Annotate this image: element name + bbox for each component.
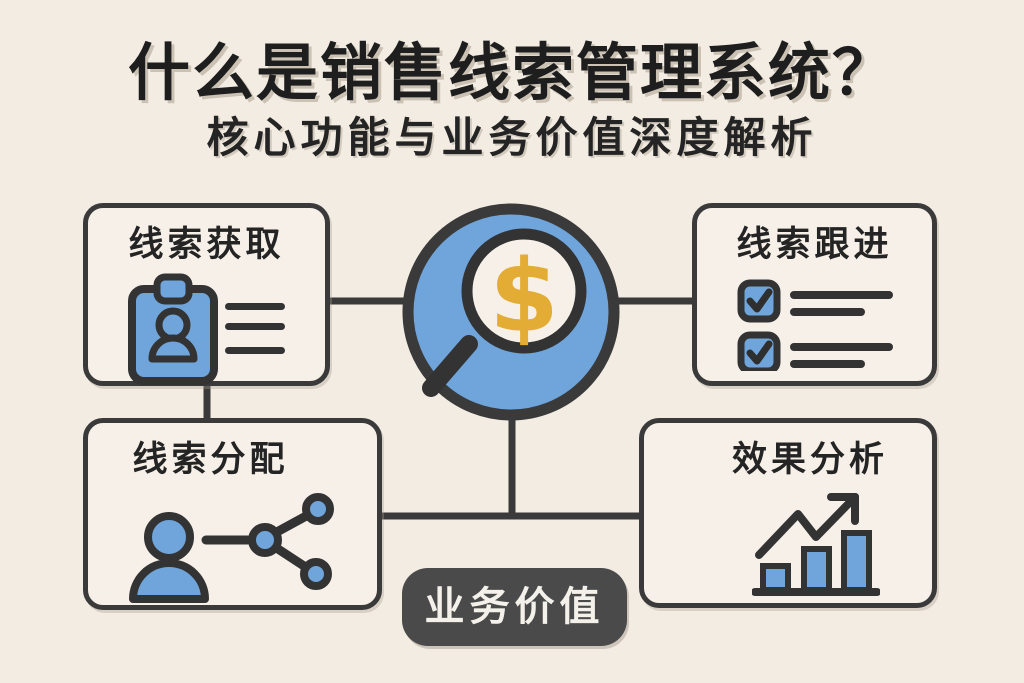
card-title-lead-followup: 线索跟进 xyxy=(736,225,893,264)
card-lead-acquisition: 线索获取 xyxy=(83,203,330,386)
dollar-sign: $ xyxy=(489,238,559,355)
page-subtitle: 核心功能与业务价值深度解析 xyxy=(206,114,818,161)
card-title-lead-distribution: 线索分配 xyxy=(132,440,289,479)
growth-chart-icon xyxy=(752,493,880,596)
card-performance-analysis: 效果分析 xyxy=(639,418,937,608)
magnifier-dollar-icon: $ xyxy=(402,203,620,421)
card-lead-followup: 线索跟进 xyxy=(692,203,937,386)
business-value-badge: 业务价值 xyxy=(402,568,627,646)
magnifier-handle xyxy=(422,335,478,397)
checklist-icon xyxy=(737,279,893,371)
magnifier-lens xyxy=(461,228,587,354)
card-lead-distribution: 线索分配 xyxy=(83,418,382,610)
person-share-icon xyxy=(128,493,334,603)
card-title-lead-acquisition: 线索获取 xyxy=(128,225,285,264)
id-card-icon xyxy=(127,273,285,385)
page-title: 什么是销售线索管理系统？ xyxy=(127,39,896,108)
card-title-performance-analysis: 效果分析 xyxy=(731,440,888,479)
